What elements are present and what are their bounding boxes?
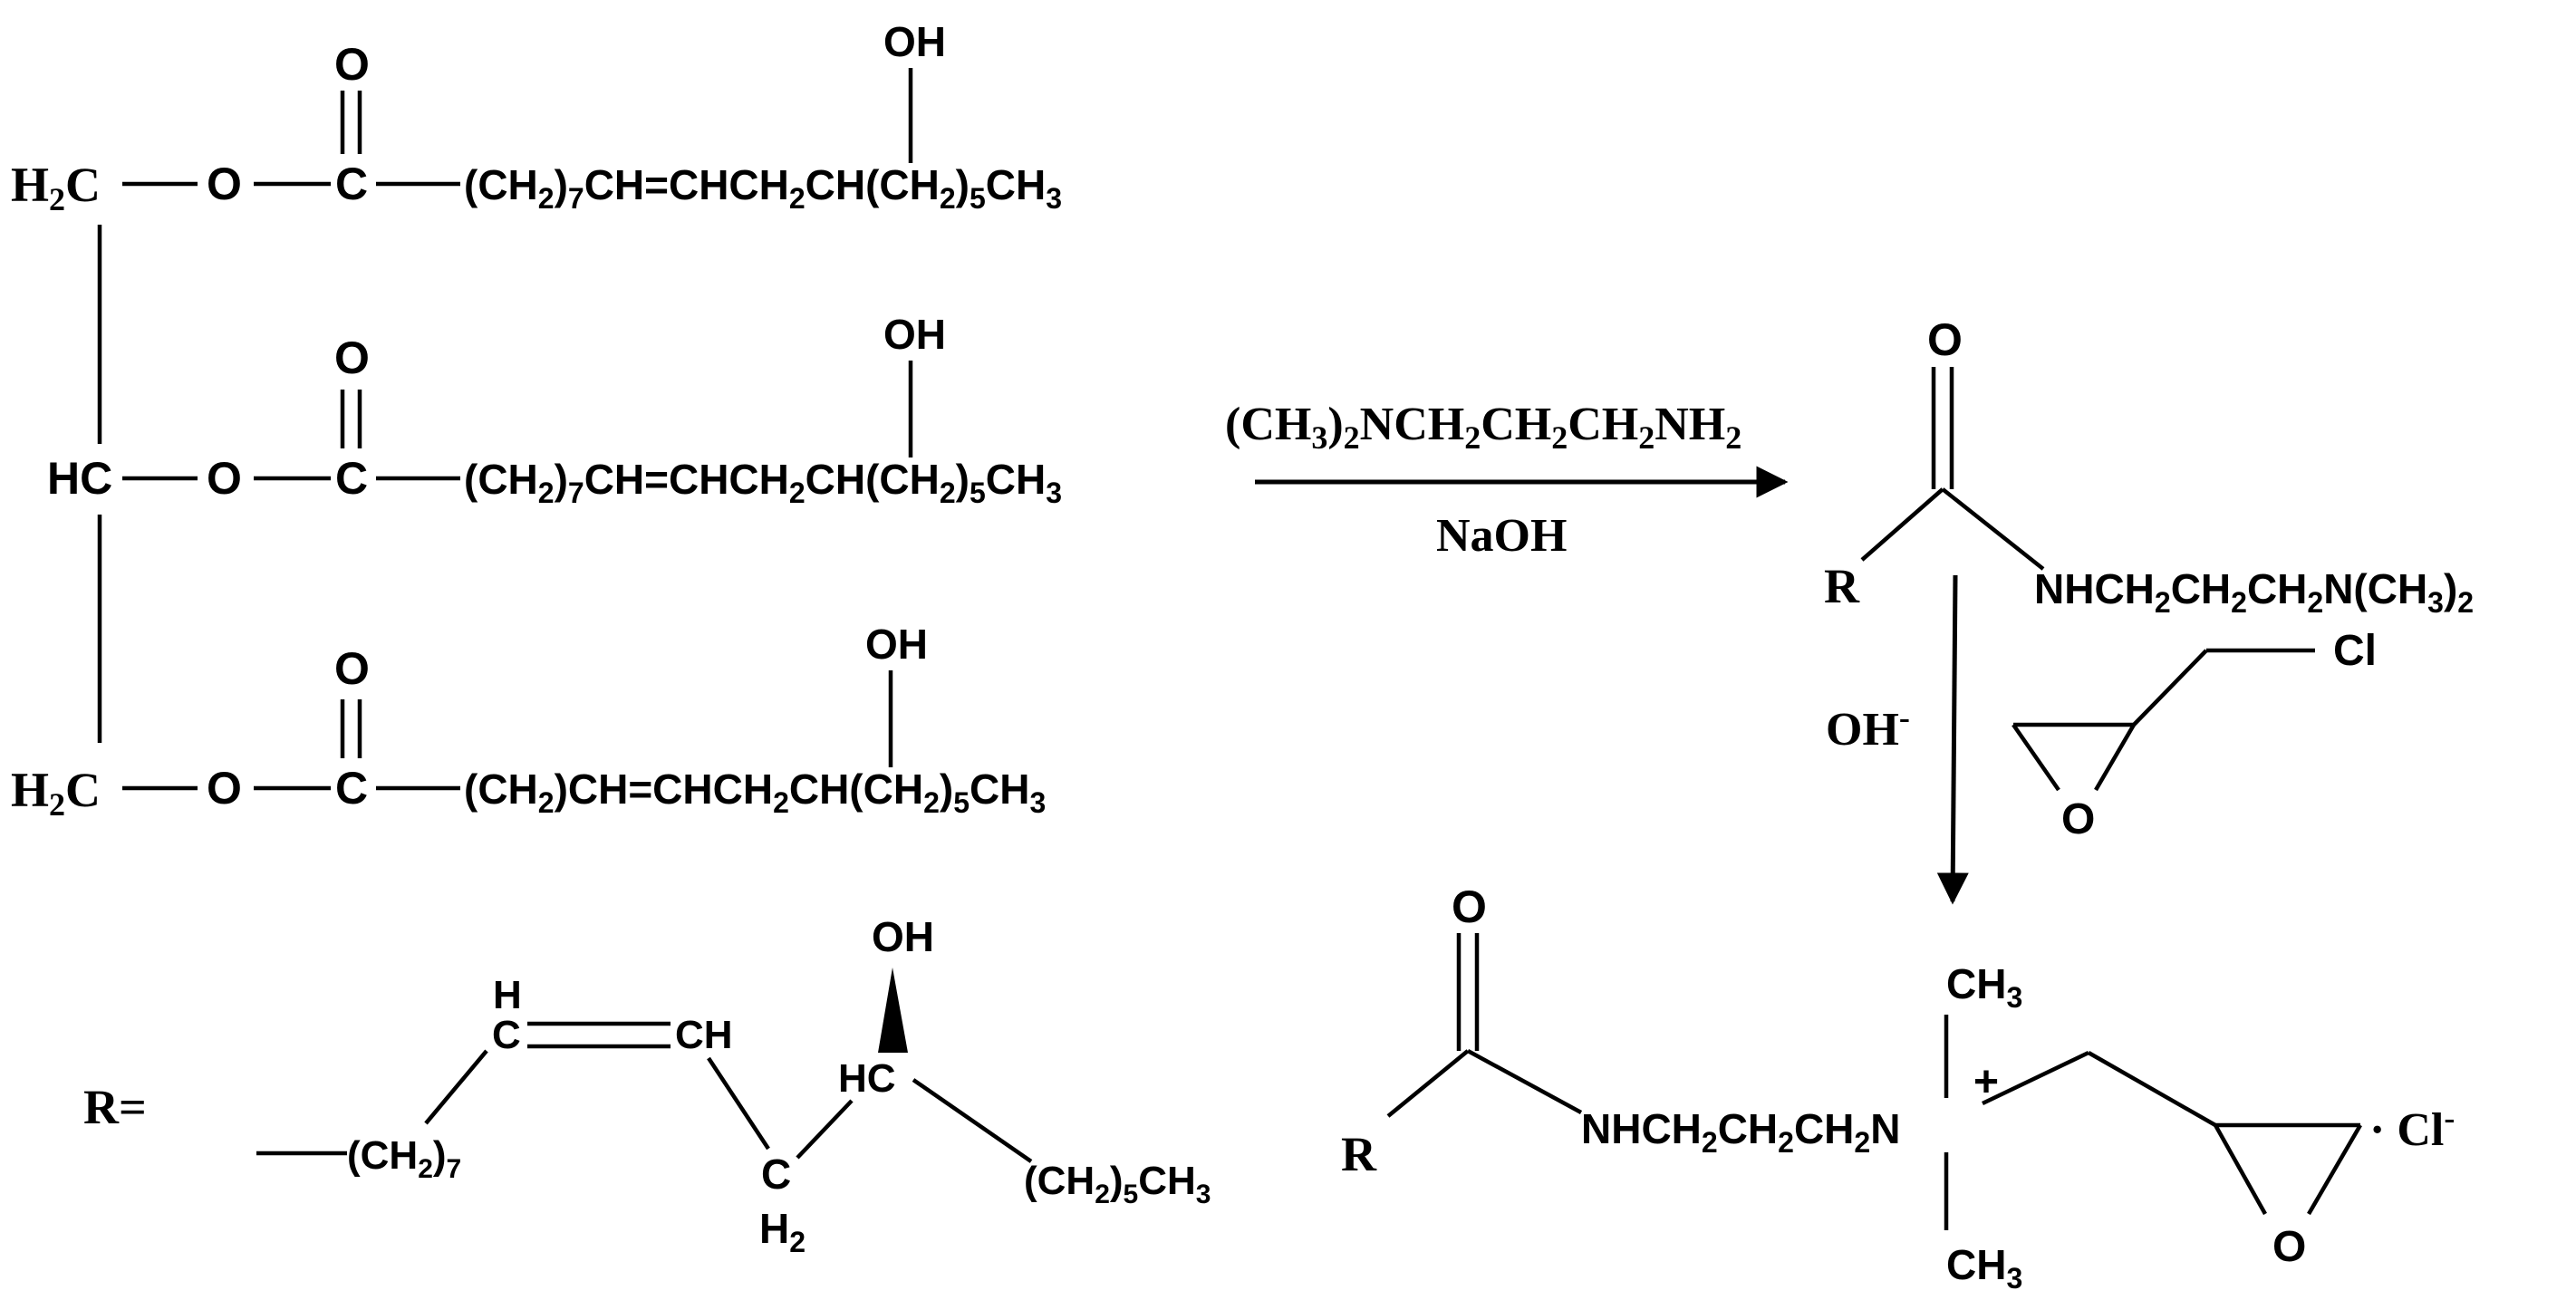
reaction-step-1: (CH3)2NCH2CH2CH2NH2 NaOH (1225, 399, 1789, 562)
bond (424, 1049, 488, 1125)
glycerol-carbon-1: H2C (11, 158, 101, 217)
fatty-acid-chain: (CH2)CH=CHCH2CH(CH2)5CH3 (464, 766, 1046, 819)
carbonyl-carbon: C (335, 159, 368, 209)
ring-oxygen: O (2061, 795, 2095, 843)
ester-oxygen: O (207, 159, 242, 209)
ester-row-3: H2C O C O (CH2)CH=CHCH2CH(CH2)5CH3 OH (11, 621, 1046, 823)
bond (707, 1056, 770, 1151)
bond (1466, 1049, 1583, 1114)
ester-oxygen: O (207, 763, 242, 814)
quaternary-ammonium-product: O R NHCH2CH2CH2N + CH3 CH3 O · Cl- (1341, 881, 2455, 1295)
carbonyl-carbon: C (335, 763, 368, 814)
hydroxyl-group: OH (872, 913, 934, 960)
r-group-definition: R= (CH2)7 H C CH C H2 HC OH (CH2)5CH3 (83, 913, 1211, 1258)
epichlorohydrin: O Cl (2012, 627, 2377, 843)
hydroxyl-group: OH (883, 311, 946, 358)
carbonyl-carbon: C (335, 453, 368, 504)
hydroxyl-group: OH (883, 18, 946, 65)
epoxide-ring: O (2214, 1122, 2362, 1271)
ammonium-chain: NHCH2CH2CH2N (1581, 1105, 1900, 1159)
ester-oxygen: O (207, 453, 242, 504)
methyl-bottom: CH3 (1946, 1241, 2022, 1295)
catalyst-label: NaOH (1436, 510, 1567, 562)
chloride-counter-ion: · Cl- (2369, 1100, 2455, 1156)
castor-oil-triglyceride: H2C O C O (CH2)7CH=CHCH2CH(CH2)5CH3 OH H… (11, 18, 1062, 823)
bond (796, 1099, 854, 1160)
glycerol-carbon-2: HC (47, 453, 112, 504)
ring-oxygen: O (2272, 1223, 2306, 1271)
chain-end: (CH2)5CH3 (1024, 1159, 1211, 1209)
bond (1982, 1050, 2089, 1106)
carbinol-carbon: HC (838, 1056, 896, 1101)
glycerol-carbon-3: H2C (11, 763, 101, 823)
chlorine-atom: Cl (2333, 627, 2377, 675)
hydroxyl-group: OH (865, 621, 928, 668)
fatty-acid-chain: (CH2)7CH=CHCH2CH(CH2)5CH3 (464, 456, 1062, 509)
bond (2087, 1051, 2217, 1127)
bond (1941, 487, 2045, 571)
methyl-top: CH3 (1946, 960, 2022, 1014)
bond (912, 1078, 1033, 1163)
ring-bond (2214, 1123, 2267, 1216)
bond (1860, 487, 1944, 562)
ester-row-1: H2C O C O (CH2)7CH=CHCH2CH(CH2)5CH3 OH (11, 18, 1062, 217)
carbonyl-oxygen: O (334, 332, 370, 383)
methylene-hydrogens: H2 (759, 1205, 806, 1258)
r-label: R= (83, 1080, 147, 1134)
amide-product: O R NHCH2CH2CH2N(CH3)2 (1824, 314, 2474, 619)
chain-start: (CH2)7 (347, 1133, 461, 1184)
base-label: OH- (1826, 699, 1910, 756)
carbonyl-oxygen: O (334, 643, 370, 694)
methylene-carbon: C (761, 1151, 791, 1198)
amine-chain: NHCH2CH2CH2N(CH3)2 (2034, 565, 2474, 619)
wedge-bond (878, 968, 908, 1053)
alkene-carbon-1: C (492, 1013, 521, 1057)
ring-bond (2094, 723, 2136, 792)
r-group: R (1824, 559, 1860, 613)
alkene-hydrogen: H (493, 973, 522, 1017)
amide-oxygen: O (1452, 881, 1487, 932)
bond (2132, 649, 2208, 727)
carbonyl-oxygen: O (334, 39, 370, 90)
amide-oxygen: O (1927, 314, 1963, 365)
ester-row-2: HC O C O (CH2)7CH=CHCH2CH(CH2)5CH3 OH (47, 311, 1062, 509)
bond (1386, 1049, 1470, 1118)
r-group: R (1341, 1127, 1377, 1181)
amine-reagent: (CH3)2NCH2CH2CH2NH2 (1225, 399, 1741, 456)
ring-bond (2307, 1123, 2362, 1216)
reaction-step-2: OH- O Cl (1826, 574, 2377, 905)
fatty-acid-chain: (CH2)7CH=CHCH2CH(CH2)5CH3 (464, 161, 1062, 215)
ring-bond (2012, 723, 2060, 792)
alkene-carbon-2: CH (675, 1013, 733, 1057)
reaction-arrow-down (1936, 574, 1969, 905)
